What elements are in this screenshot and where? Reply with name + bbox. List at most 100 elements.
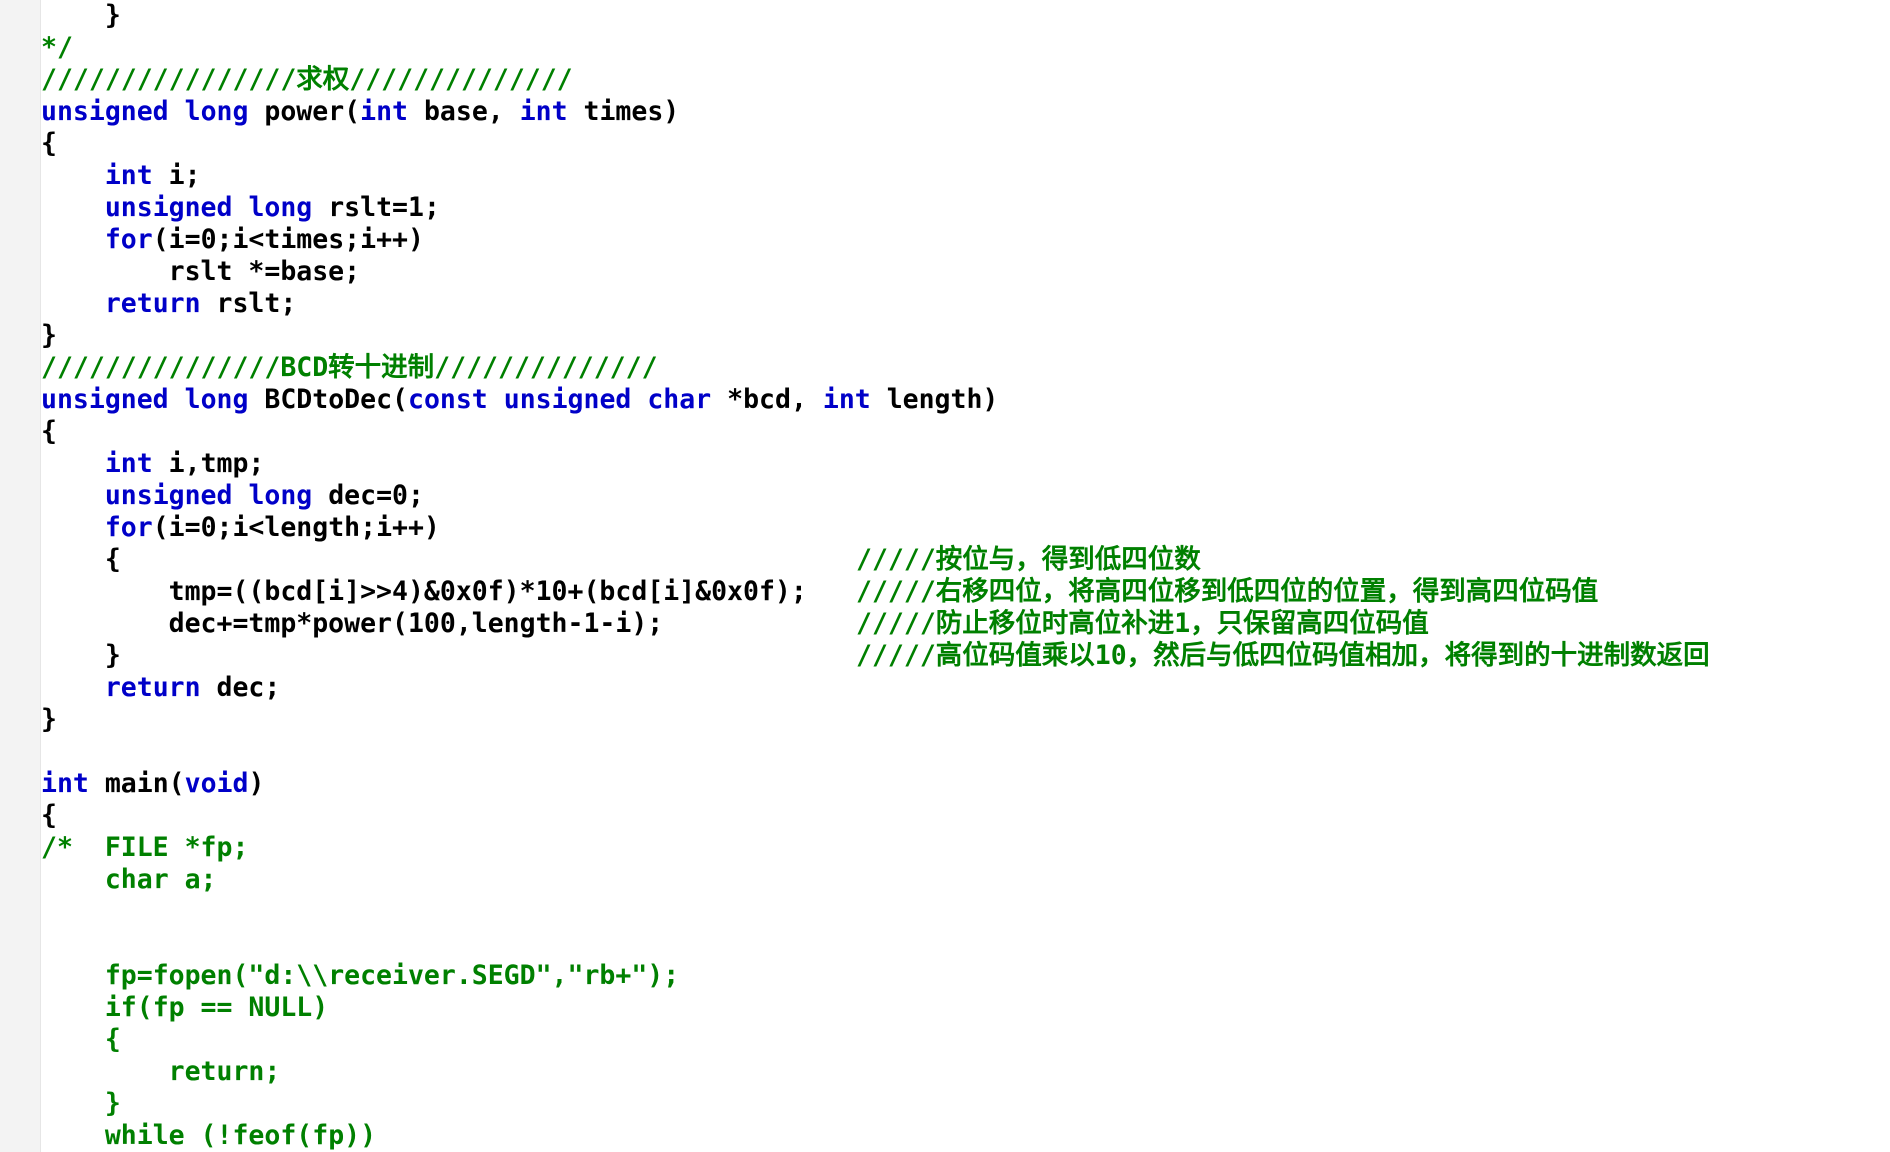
code-token: length) xyxy=(870,384,999,415)
line-indent xyxy=(41,864,105,895)
code-line: ///////////////BCD转十进制////////////// xyxy=(41,352,1886,384)
code-line: ////////////////求权////////////// xyxy=(41,64,1886,96)
code-token xyxy=(169,384,185,415)
code-line: /* FILE *fp; xyxy=(41,832,1886,864)
code-line: return dec; xyxy=(41,672,1886,704)
code-token xyxy=(488,384,504,415)
code-token: dec+=tmp*power(100,length-1-i); xyxy=(168,608,664,639)
code-line: dec+=tmp*power(100,length-1-i); /////防止移位… xyxy=(41,608,1886,640)
code-line: } xyxy=(41,0,1886,32)
code-line: for(i=0;i<times;i++) xyxy=(41,224,1886,256)
keyword-token: long xyxy=(248,480,313,511)
inline-comment: /////防止移位时高位补进1，只保留高四位码值 xyxy=(856,608,1429,639)
line-indent xyxy=(41,1088,105,1119)
keyword-token: int xyxy=(519,96,568,127)
code-line: while (!feof(fp)) xyxy=(41,1120,1886,1152)
line-indent xyxy=(41,992,105,1023)
line-indent xyxy=(41,448,105,479)
keyword-token: int xyxy=(360,96,408,127)
editor-gutter xyxy=(0,0,41,1152)
code-line: for(i=0;i<length;i++) xyxy=(41,512,1886,544)
code-line: }/////高位码值乘以10，然后与低四位码值相加，将得到的十进制数返回 xyxy=(41,640,1886,672)
code-line: } xyxy=(41,704,1886,736)
code-token: rslt=1; xyxy=(312,192,440,223)
code-token: power( xyxy=(248,96,361,127)
code-token: base, xyxy=(408,96,520,127)
comment-token: if(fp == NULL) xyxy=(104,992,329,1023)
keyword-token: int xyxy=(104,160,153,191)
code-token: } xyxy=(41,704,57,735)
keyword-token: for xyxy=(104,224,153,255)
code-area[interactable]: }*/////////////////求权//////////////unsig… xyxy=(41,0,1886,1152)
keyword-token: return xyxy=(104,288,201,319)
keyword-token: return xyxy=(104,672,201,703)
keyword-token: void xyxy=(184,768,249,799)
comment-token: char a; xyxy=(104,864,217,895)
code-token: { xyxy=(104,544,121,575)
line-indent xyxy=(41,1024,105,1055)
code-line: int i; xyxy=(41,160,1886,192)
comment-token: */ xyxy=(41,32,73,63)
code-line: return rslt; xyxy=(41,288,1886,320)
code-line: unsigned long power(int base, int times) xyxy=(41,96,1886,128)
code-line: char a; xyxy=(41,864,1886,896)
code-token: i; xyxy=(152,160,201,191)
code-line: if(fp == NULL) xyxy=(41,992,1886,1024)
code-line: return; xyxy=(41,1056,1886,1088)
line-indent xyxy=(41,1056,169,1087)
code-line: unsigned long dec=0; xyxy=(41,480,1886,512)
code-token: (i=0;i<length;i++) xyxy=(152,512,440,543)
comment-token: ///////////////BCD转十进制////////////// xyxy=(41,352,658,383)
keyword-token: unsigned xyxy=(41,96,169,127)
keyword-token: char xyxy=(647,384,712,415)
line-indent xyxy=(41,0,105,31)
code-line: int main(void) xyxy=(41,768,1886,800)
code-line: { /////按位与，得到低四位数 xyxy=(41,544,1886,576)
code-line: { xyxy=(41,1024,1886,1056)
line-indent xyxy=(41,1120,105,1151)
keyword-token: const xyxy=(407,384,488,415)
code-line xyxy=(41,896,1886,928)
inline-comment: /////按位与，得到低四位数 xyxy=(856,544,1201,575)
line-indent xyxy=(41,480,105,511)
code-line xyxy=(41,928,1886,960)
inline-comment: /////右移四位，将高四位移到低四位的位置，得到高四位码值 xyxy=(856,576,1599,607)
code-token: BCDtoDec( xyxy=(248,384,408,415)
code-token: { xyxy=(41,128,57,159)
code-line: { xyxy=(41,416,1886,448)
code-token: tmp=((bcd[i]>>4)&0x0f)*10+(bcd[i]&0x0f); xyxy=(168,576,807,607)
code-token: ) xyxy=(248,768,265,799)
code-token: main( xyxy=(88,768,185,799)
comment-token: return; xyxy=(168,1056,281,1087)
inline-comment: /////高位码值乘以10，然后与低四位码值相加，将得到的十进制数返回 xyxy=(856,640,1710,671)
comment-token: ////////////////求权////////////// xyxy=(41,64,573,95)
code-line: int i,tmp; xyxy=(41,448,1886,480)
line-indent xyxy=(41,224,105,255)
keyword-token: unsigned xyxy=(41,384,169,415)
comment-token: } xyxy=(104,1088,121,1119)
code-line: } xyxy=(41,320,1886,352)
comment-token: { xyxy=(104,1024,121,1055)
code-line: unsigned long rslt=1; xyxy=(41,192,1886,224)
code-line: } xyxy=(41,1088,1886,1120)
code-line: fp=fopen("d:\\receiver.SEGD","rb+"); xyxy=(41,960,1886,992)
keyword-token: long xyxy=(184,96,249,127)
line-indent xyxy=(41,960,105,991)
keyword-token: int xyxy=(104,448,153,479)
code-token: *bcd, xyxy=(711,384,823,415)
code-token xyxy=(232,480,248,511)
code-line: rslt *=base; xyxy=(41,256,1886,288)
code-token xyxy=(631,384,647,415)
line-indent xyxy=(41,160,105,191)
code-line: tmp=((bcd[i]>>4)&0x0f)*10+(bcd[i]&0x0f);… xyxy=(41,576,1886,608)
comment-token: while (!feof(fp)) xyxy=(104,1120,377,1151)
code-token: rslt *=base; xyxy=(168,256,361,287)
line-indent xyxy=(41,512,105,543)
code-token: (i=0;i<times;i++) xyxy=(152,224,424,255)
line-indent xyxy=(41,192,105,223)
code-line: { xyxy=(41,800,1886,832)
code-line: unsigned long BCDtoDec(const unsigned ch… xyxy=(41,384,1886,416)
code-token: i,tmp; xyxy=(152,448,265,479)
code-line xyxy=(41,736,1886,768)
